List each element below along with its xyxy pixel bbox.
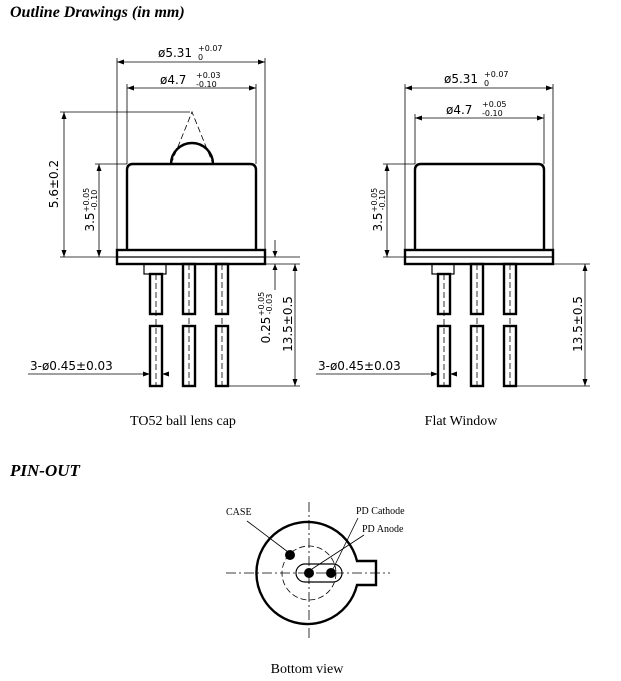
outline-drawings-heading: Outline Drawings (in mm)	[10, 4, 185, 21]
flat-case-diameter-tol-top: +0.07	[484, 70, 509, 79]
cap-height-tol-bottom: -0.10	[90, 190, 99, 211]
pinout-bottom-view	[226, 502, 390, 640]
flat-cap-body	[413, 162, 546, 250]
ball-lens-package-drawing	[28, 58, 300, 388]
flat-cap-height-tol-top: +0.05	[370, 188, 379, 213]
case-diameter-label: ø5.31	[158, 46, 192, 60]
lead-offset-label: 0.25	[259, 317, 273, 344]
package-outline-with-tab	[255, 520, 378, 626]
case-pin	[285, 550, 295, 560]
cap-height-tol-top: +0.05	[82, 188, 91, 213]
flat-cap-height-tol-bottom: -0.10	[378, 190, 387, 211]
cap-body	[125, 162, 258, 250]
pd-anode-pin	[304, 568, 314, 578]
flat-lead-3-upper	[502, 262, 518, 316]
bottom-view-caption: Bottom view	[271, 662, 345, 677]
pin-out-heading: PIN-OUT	[10, 461, 80, 480]
lead-diameter-label: 3-ø0.45±0.03	[30, 359, 113, 373]
lead-offset-tol-bottom: -0.03	[265, 294, 274, 315]
flat-window-caption: Flat Window	[425, 414, 499, 429]
flat-cap-diameter-tol-bottom: -0.10	[482, 109, 503, 118]
total-height-label: 5.6±0.2	[47, 160, 61, 208]
cap-diameter-tol-top: +0.03	[196, 71, 221, 80]
flat-cap-diameter-label: ø4.7	[446, 103, 472, 117]
pd-cathode-pin	[326, 568, 336, 578]
case-diameter-tol-top: +0.07	[198, 44, 223, 53]
pd-anode-label: PD Anode	[362, 524, 404, 535]
lead-3-upper	[214, 262, 230, 316]
flat-case-diameter-label: ø5.31	[444, 72, 478, 86]
ball-lens	[169, 141, 215, 165]
lead-offset-tol-top: +0.05	[257, 292, 266, 317]
flat-case-diameter-tol-bottom: 0	[484, 79, 489, 88]
flat-cap-diameter-tol-top: +0.05	[482, 100, 507, 109]
case-label: CASE	[226, 507, 252, 518]
flat-lead-length-label: 13.5±0.5	[571, 296, 585, 352]
lens-focus-lines	[170, 110, 214, 165]
flat-window-package-drawing	[316, 84, 590, 388]
cap-diameter-label: ø4.7	[160, 73, 186, 87]
lead-length-label: 13.5±0.5	[281, 296, 295, 352]
flat-cap-height-label: 3.5	[371, 212, 385, 231]
flat-lead-diameter-label: 3-ø0.45±0.03	[318, 359, 401, 373]
cap-height-label: 3.5	[83, 212, 97, 231]
case-diameter-tol-bottom: 0	[198, 53, 203, 62]
lead-2-upper	[181, 262, 197, 316]
pd-cathode-label: PD Cathode	[356, 506, 405, 517]
flat-lead-2-upper	[469, 262, 485, 316]
cap-diameter-tol-bottom: -0.10	[196, 80, 217, 89]
ball-lens-caption: TO52 ball lens cap	[130, 414, 236, 429]
